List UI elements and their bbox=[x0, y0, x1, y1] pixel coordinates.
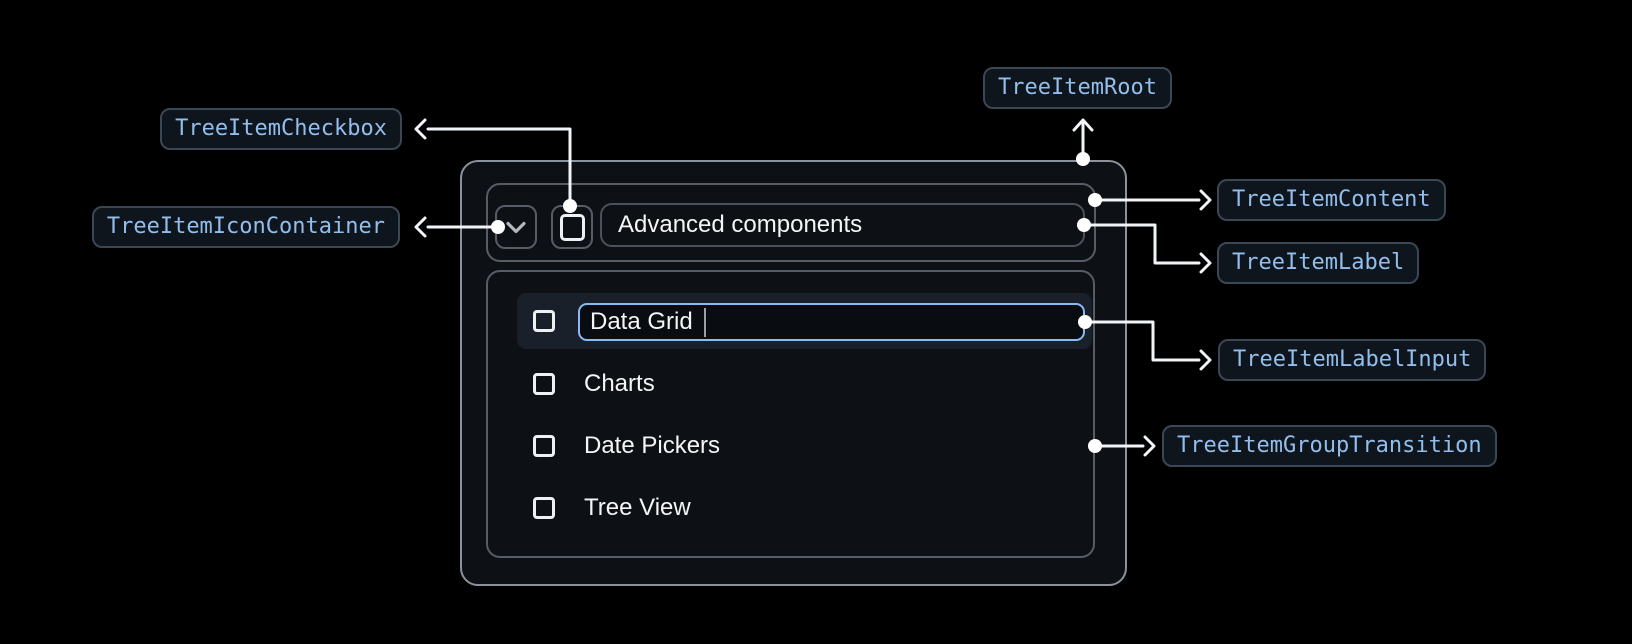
arrow-left-icon bbox=[414, 118, 427, 140]
parent-label-text: Advanced components bbox=[618, 211, 863, 238]
arrow-right-icon bbox=[1143, 435, 1156, 457]
checkbox-unchecked-icon[interactable] bbox=[533, 497, 555, 519]
chevron-down-icon bbox=[506, 221, 526, 233]
arrow-right-icon bbox=[1199, 252, 1212, 274]
text-cursor bbox=[704, 308, 706, 337]
badge-tree-item-root: TreeItemRoot bbox=[983, 67, 1172, 109]
badge-tree-item-label-input: TreeItemLabelInput bbox=[1218, 339, 1487, 381]
checkbox-unchecked-icon[interactable] bbox=[533, 310, 555, 332]
arrow-up-icon bbox=[1072, 118, 1094, 132]
row-label-text: Charts bbox=[584, 370, 655, 397]
row-label-text: Tree View bbox=[584, 494, 691, 521]
tree-item-label[interactable]: Advanced components bbox=[600, 203, 1085, 247]
badge-tree-item-icon-container: TreeItemIconContainer bbox=[91, 206, 400, 248]
tree-item-content[interactable]: Advanced components bbox=[486, 183, 1096, 262]
tree-item-group-transition: Charts Date Pickers Tree View bbox=[486, 270, 1095, 558]
tree-row[interactable]: Date Pickers bbox=[517, 418, 1092, 474]
badge-tree-item-label: TreeItemLabel bbox=[1217, 242, 1420, 284]
tree-item-icon-container[interactable] bbox=[495, 205, 537, 249]
badge-tree-item-group-transition: TreeItemGroupTransition bbox=[1162, 425, 1497, 467]
tree-row[interactable]: Tree View bbox=[517, 480, 1092, 536]
tree-row-editing[interactable] bbox=[517, 293, 1092, 349]
arrow-right-icon bbox=[1199, 349, 1212, 371]
arrow-right-icon bbox=[1199, 189, 1212, 211]
tree-item-label-input[interactable] bbox=[578, 303, 1085, 341]
checkbox-unchecked-icon[interactable] bbox=[533, 435, 555, 457]
badge-tree-item-checkbox: TreeItemCheckbox bbox=[160, 108, 402, 150]
tree-row[interactable]: Charts bbox=[517, 356, 1092, 412]
row-label-text: Date Pickers bbox=[584, 432, 721, 459]
checkbox-unchecked-icon[interactable] bbox=[533, 373, 555, 395]
tree-item-root-panel: Advanced components Charts Date Pickers … bbox=[460, 160, 1127, 586]
tree-item-checkbox[interactable] bbox=[551, 205, 593, 249]
checkbox-unchecked-icon bbox=[559, 213, 585, 241]
badge-tree-item-content: TreeItemContent bbox=[1217, 179, 1446, 221]
arrow-left-icon bbox=[414, 216, 427, 238]
